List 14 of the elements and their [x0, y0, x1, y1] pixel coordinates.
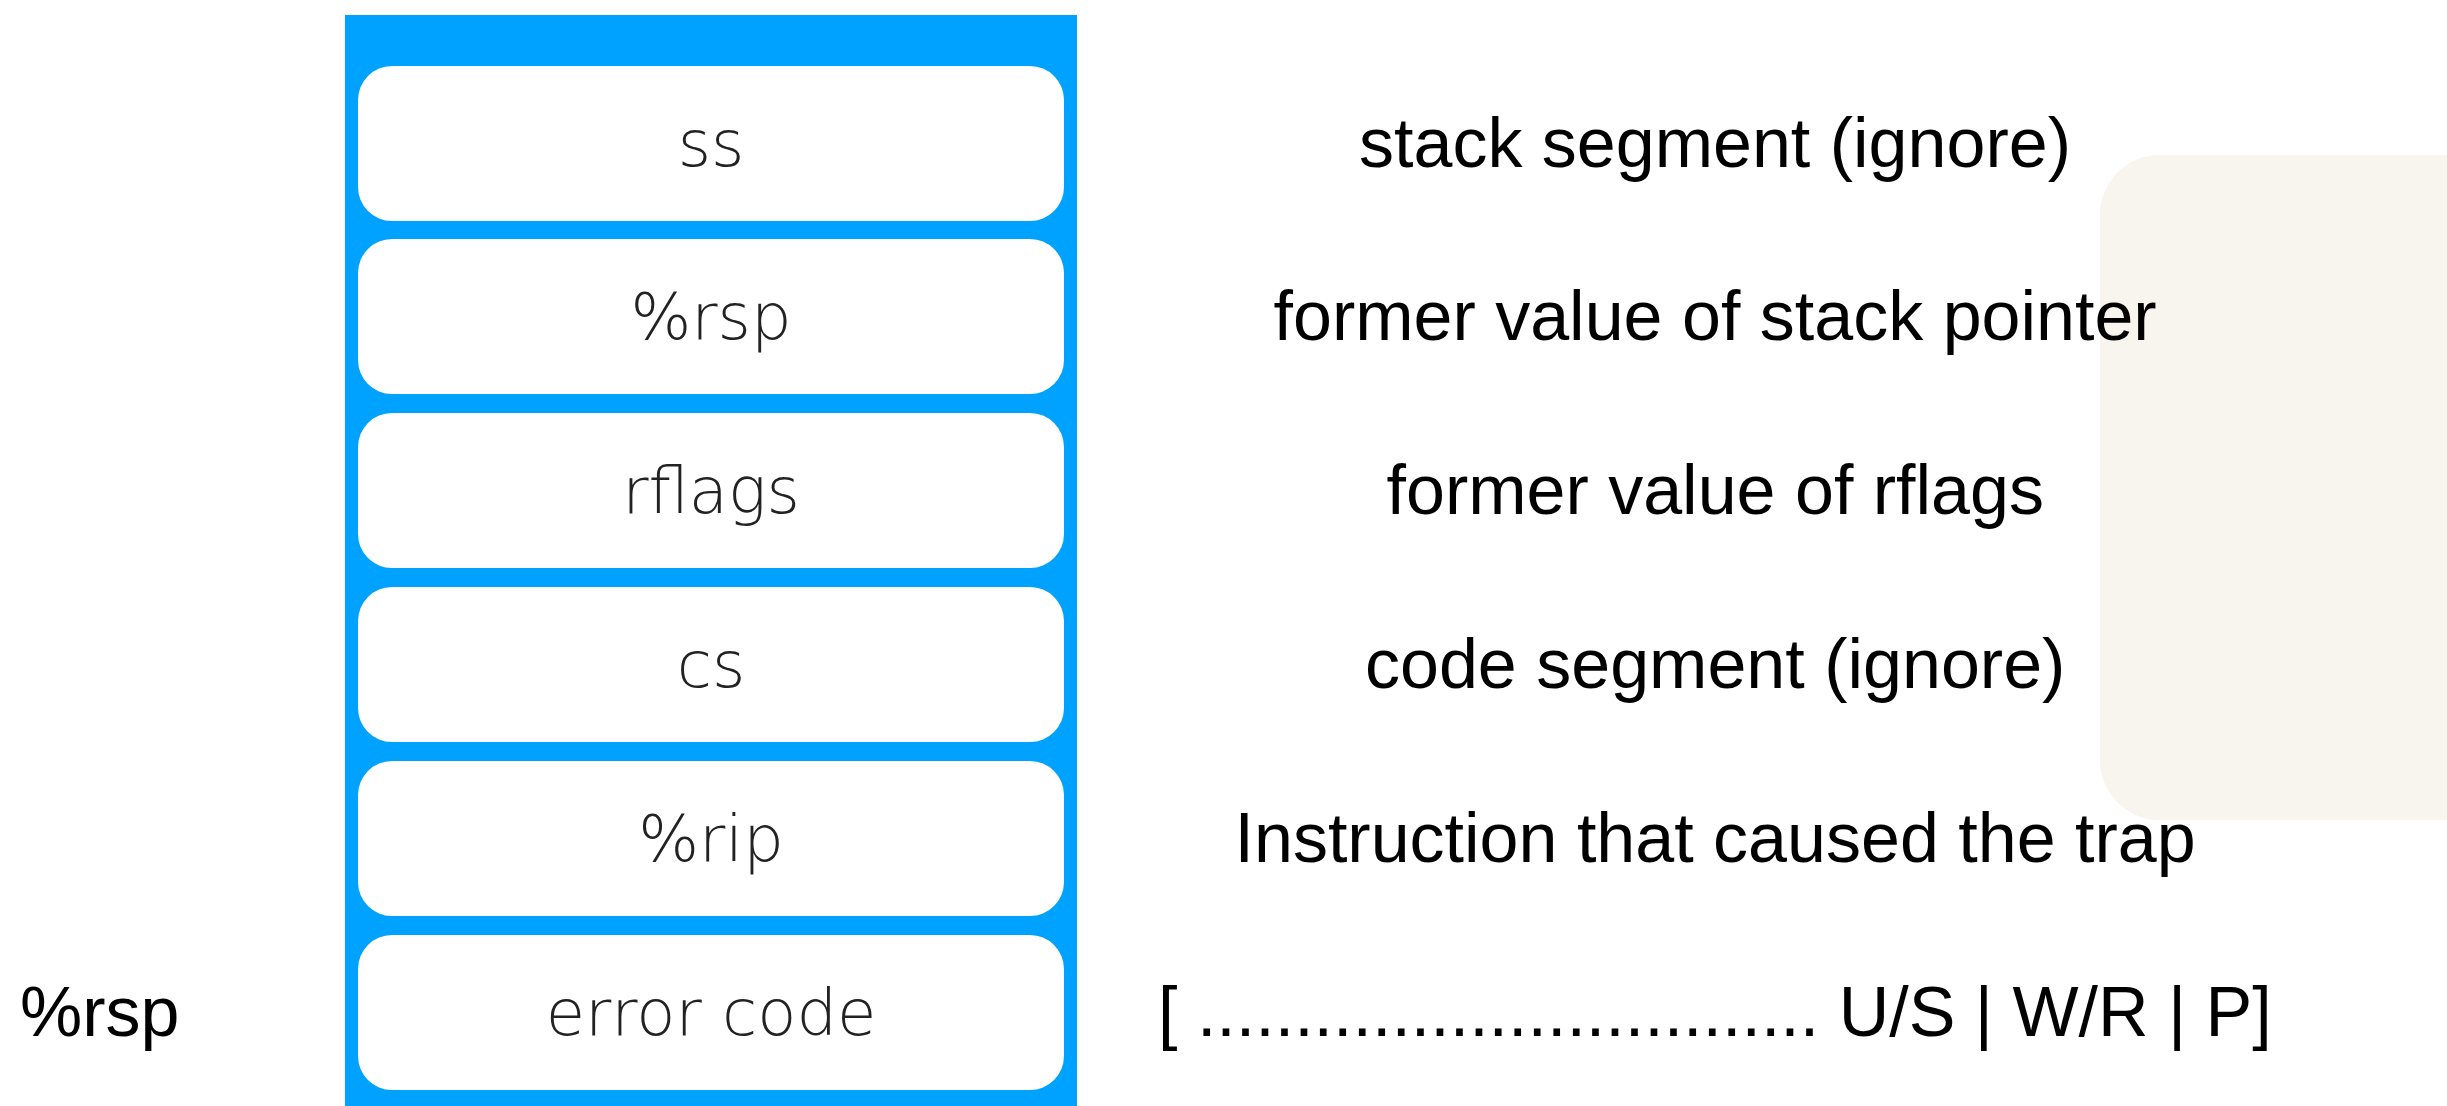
description-text: former value of rflags: [1386, 450, 2044, 530]
stack-slot: cs: [358, 587, 1064, 742]
description-text: [ ................................ U/S | W/R | P]: [1158, 972, 2272, 1052]
description-text: Instruction that caused the trap: [1234, 798, 2196, 878]
pointer-label: %rsp: [20, 972, 180, 1052]
stack-frame-band: [345, 15, 1077, 1106]
stack-slot: error code: [358, 935, 1064, 1090]
stack-slot: %rip: [358, 761, 1064, 916]
stack-slot: %rsp: [358, 239, 1064, 394]
stack-slot: ss: [358, 66, 1064, 221]
stack-slot: rflags: [358, 413, 1064, 568]
description-text: code segment (ignore): [1365, 624, 2066, 704]
description-text: former value of stack pointer: [1273, 276, 2157, 356]
description-text: stack segment (ignore): [1359, 103, 2071, 183]
